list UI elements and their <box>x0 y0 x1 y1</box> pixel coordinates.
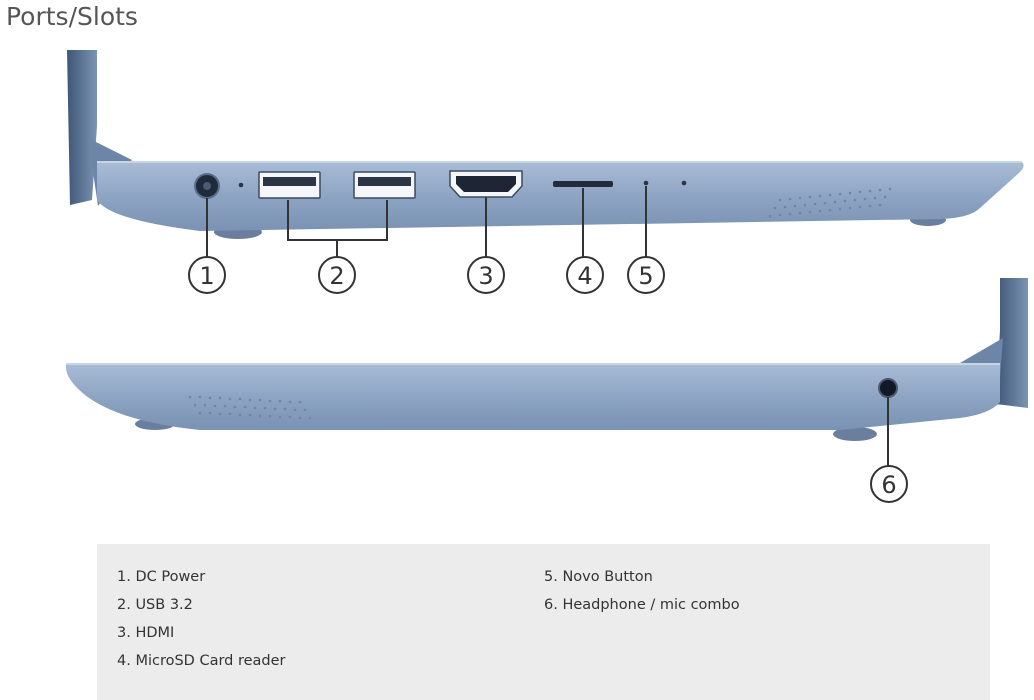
rubber-foot <box>833 427 877 441</box>
callout-6: 6 <box>870 465 908 503</box>
legend-item-microsd: 4. MicroSD Card reader <box>117 653 286 669</box>
callout-3: 3 <box>467 256 505 294</box>
laptop-lid <box>996 278 1028 408</box>
laptop-ports-diagram: 1 2 3 4 5 <box>65 50 1028 503</box>
laptop-lid <box>67 50 97 205</box>
usb-port <box>258 171 321 199</box>
laptop-base <box>65 364 1000 430</box>
indicator-led <box>238 182 244 188</box>
left-side-view <box>67 50 1024 239</box>
legend-item-hdmi: 3. HDMI <box>117 625 175 641</box>
novo-button <box>643 180 649 186</box>
callout-2: 2 <box>318 256 356 294</box>
callout-1: 1 <box>188 256 226 294</box>
callout-3-label: 3 <box>478 262 493 290</box>
legend-item-novo-button: 5. Novo Button <box>544 569 653 585</box>
legend-column-left: 1. DC Power 2. USB 3.2 3. HDMI 4. MicroS… <box>117 568 286 680</box>
legend-item-dc-power: 1. DC Power <box>117 569 206 585</box>
speaker-grill <box>188 395 312 420</box>
indicator-led <box>681 180 687 186</box>
callout-6-label: 6 <box>881 471 896 499</box>
legend-item-headphone-mic: 6. Headphone / mic combo <box>544 597 740 613</box>
callout-5: 5 <box>627 256 665 294</box>
callout-4: 4 <box>566 256 604 294</box>
hdmi-port <box>449 170 523 198</box>
right-side-view <box>65 278 1028 441</box>
leader-lines <box>206 186 647 257</box>
legend-column-right: 5. Novo Button 6. Headphone / mic combo <box>544 568 740 624</box>
page-title: Ports/Slots <box>6 2 138 31</box>
microsd-slot <box>553 181 613 187</box>
laptop-base <box>97 162 1024 231</box>
callout-2-label: 2 <box>329 262 344 290</box>
callout-1-label: 1 <box>199 262 214 290</box>
ports-legend: 1. DC Power 2. USB 3.2 3. HDMI 4. MicroS… <box>97 544 990 700</box>
headphone-jack <box>878 378 898 398</box>
callout-5-label: 5 <box>638 262 653 290</box>
usb-port <box>353 171 416 199</box>
speaker-grill <box>768 187 892 218</box>
callout-4-label: 4 <box>577 262 592 290</box>
legend-item-usb: 2. USB 3.2 <box>117 597 193 613</box>
